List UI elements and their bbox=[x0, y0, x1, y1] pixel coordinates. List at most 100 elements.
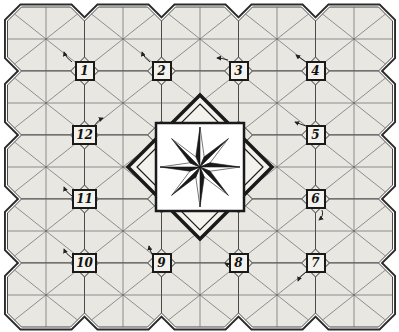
inner-diamond bbox=[137, 104, 263, 230]
tile-line bbox=[277, 231, 309, 256]
tile-line bbox=[123, 263, 124, 295]
small-tile bbox=[302, 185, 330, 213]
tile-line bbox=[123, 103, 155, 128]
octagon-tile bbox=[239, 71, 316, 135]
tile-line bbox=[354, 295, 355, 327]
tile-line bbox=[246, 206, 278, 231]
tile-line bbox=[15, 231, 47, 256]
tile-line bbox=[354, 167, 393, 168]
border-octagon bbox=[239, 7, 316, 71]
tile-line bbox=[15, 142, 47, 167]
callout-number: 7 bbox=[311, 257, 319, 269]
tile-line bbox=[46, 295, 47, 327]
callout-number: 10 bbox=[76, 257, 93, 269]
tile-line bbox=[169, 39, 201, 64]
tile-line bbox=[277, 206, 309, 231]
tile-line bbox=[8, 167, 47, 168]
tile-line bbox=[169, 14, 201, 39]
tile-line bbox=[277, 295, 278, 327]
tile-line bbox=[15, 39, 47, 64]
tile-line bbox=[46, 206, 78, 231]
tile-line bbox=[277, 14, 309, 39]
callout-number: 6 bbox=[311, 193, 319, 205]
central-star-panel bbox=[128, 95, 272, 239]
curved-arrow bbox=[319, 210, 323, 220]
tile-line bbox=[92, 14, 124, 39]
curved-arrow bbox=[296, 55, 306, 62]
tile-line bbox=[354, 78, 386, 103]
number-square: 4 bbox=[306, 61, 326, 81]
tile-line bbox=[200, 295, 239, 296]
tile-line bbox=[246, 103, 278, 128]
border-gap bbox=[85, 7, 162, 71]
tile-line bbox=[277, 39, 278, 71]
small-tile bbox=[71, 249, 99, 277]
tile-line bbox=[354, 39, 386, 64]
tile-line bbox=[354, 199, 355, 231]
tile-line bbox=[246, 39, 278, 64]
tile-line bbox=[277, 295, 316, 296]
octagon-tile bbox=[162, 263, 239, 327]
curved-arrow bbox=[142, 52, 150, 62]
tile-line bbox=[92, 39, 124, 64]
curved-arrow bbox=[217, 58, 228, 60]
tile-line bbox=[162, 295, 201, 296]
tile-line bbox=[354, 71, 355, 103]
curved-arrow bbox=[64, 249, 72, 258]
tile-line bbox=[123, 206, 155, 231]
curved-arrow bbox=[64, 187, 72, 196]
tile-line bbox=[123, 295, 124, 327]
small-tile bbox=[71, 185, 99, 213]
tile-line bbox=[277, 142, 309, 167]
tile-line bbox=[92, 142, 124, 167]
border-gap bbox=[162, 263, 239, 327]
small-tile bbox=[71, 57, 99, 85]
border-gap bbox=[316, 7, 393, 71]
small-tile bbox=[225, 57, 253, 85]
border-gap bbox=[239, 7, 316, 71]
tile-line bbox=[354, 103, 393, 104]
tile-line bbox=[123, 231, 162, 232]
tile-line bbox=[354, 231, 393, 232]
tile-line bbox=[92, 270, 124, 295]
octagon-tile bbox=[8, 7, 85, 71]
tile-line bbox=[123, 39, 162, 40]
number-square: 1 bbox=[75, 61, 95, 81]
number-square: 8 bbox=[229, 253, 249, 273]
tile-line bbox=[354, 231, 355, 263]
tile-line bbox=[277, 135, 278, 167]
tile-line bbox=[200, 39, 201, 71]
number-square: 7 bbox=[306, 253, 326, 273]
tile-line bbox=[46, 103, 47, 135]
tile-line bbox=[200, 270, 232, 295]
border-octagon bbox=[162, 263, 239, 327]
tile-line bbox=[123, 199, 124, 231]
tile-line bbox=[46, 167, 85, 168]
callout-number: 9 bbox=[157, 257, 165, 269]
tile-line bbox=[123, 167, 124, 199]
tile-line bbox=[246, 270, 278, 295]
callout-number: 1 bbox=[80, 65, 88, 77]
number-square: 5 bbox=[306, 125, 326, 145]
octagon-tile bbox=[239, 7, 316, 71]
tile-line bbox=[354, 142, 386, 167]
border-octagon bbox=[85, 7, 162, 71]
tile-line bbox=[46, 39, 78, 64]
star-point bbox=[172, 167, 200, 195]
tile-line bbox=[15, 78, 47, 103]
tile-line bbox=[15, 14, 47, 39]
tile-line bbox=[277, 39, 316, 40]
tile-line bbox=[46, 231, 47, 263]
tile-line bbox=[15, 167, 47, 192]
tile-line bbox=[85, 231, 124, 232]
tile-line bbox=[354, 103, 386, 128]
octagon-tile bbox=[316, 135, 393, 199]
tile-line bbox=[277, 295, 309, 320]
border-gap bbox=[316, 263, 393, 327]
star-point bbox=[200, 139, 228, 167]
tile-line bbox=[46, 199, 47, 231]
tile-line bbox=[46, 39, 47, 71]
small-tile bbox=[302, 249, 330, 277]
border-octagon bbox=[239, 199, 316, 263]
tile-line bbox=[85, 295, 124, 296]
